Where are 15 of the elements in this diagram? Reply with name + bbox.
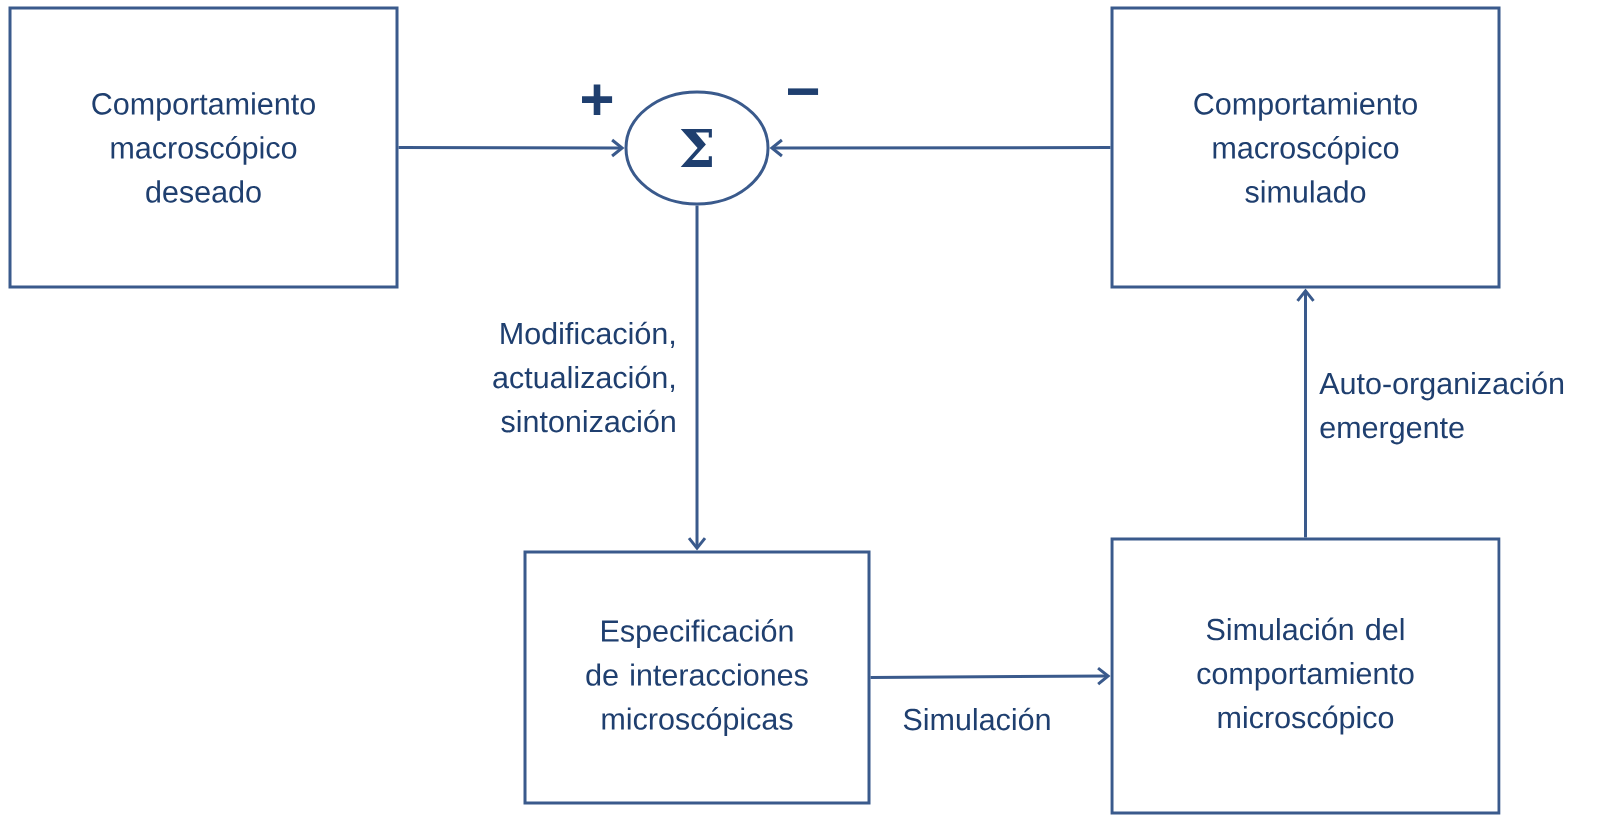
process-box: Comportamiento macroscópico deseado [8, 6, 399, 289]
arrow [687, 205, 707, 551]
arrow [870, 666, 1111, 686]
process-box: Simulación del comportamiento microscópico [1110, 537, 1501, 815]
summing-junction: Σ [624, 90, 770, 206]
sign-label: + [582, 84, 613, 115]
edge-label: Modificación, actualización, sintonización [493, 321, 675, 433]
edge-label: Simulación [903, 707, 1050, 731]
edge-label: Auto-organización emergente [1319, 371, 1564, 445]
sign-label: − [788, 88, 819, 95]
arrow [398, 138, 625, 158]
arrow [1296, 288, 1315, 538]
process-box: Comportamiento macroscópico simulado [1110, 6, 1501, 289]
arrow [769, 138, 1111, 158]
process-box: Especificación de interacciones microscópicas [523, 550, 871, 805]
